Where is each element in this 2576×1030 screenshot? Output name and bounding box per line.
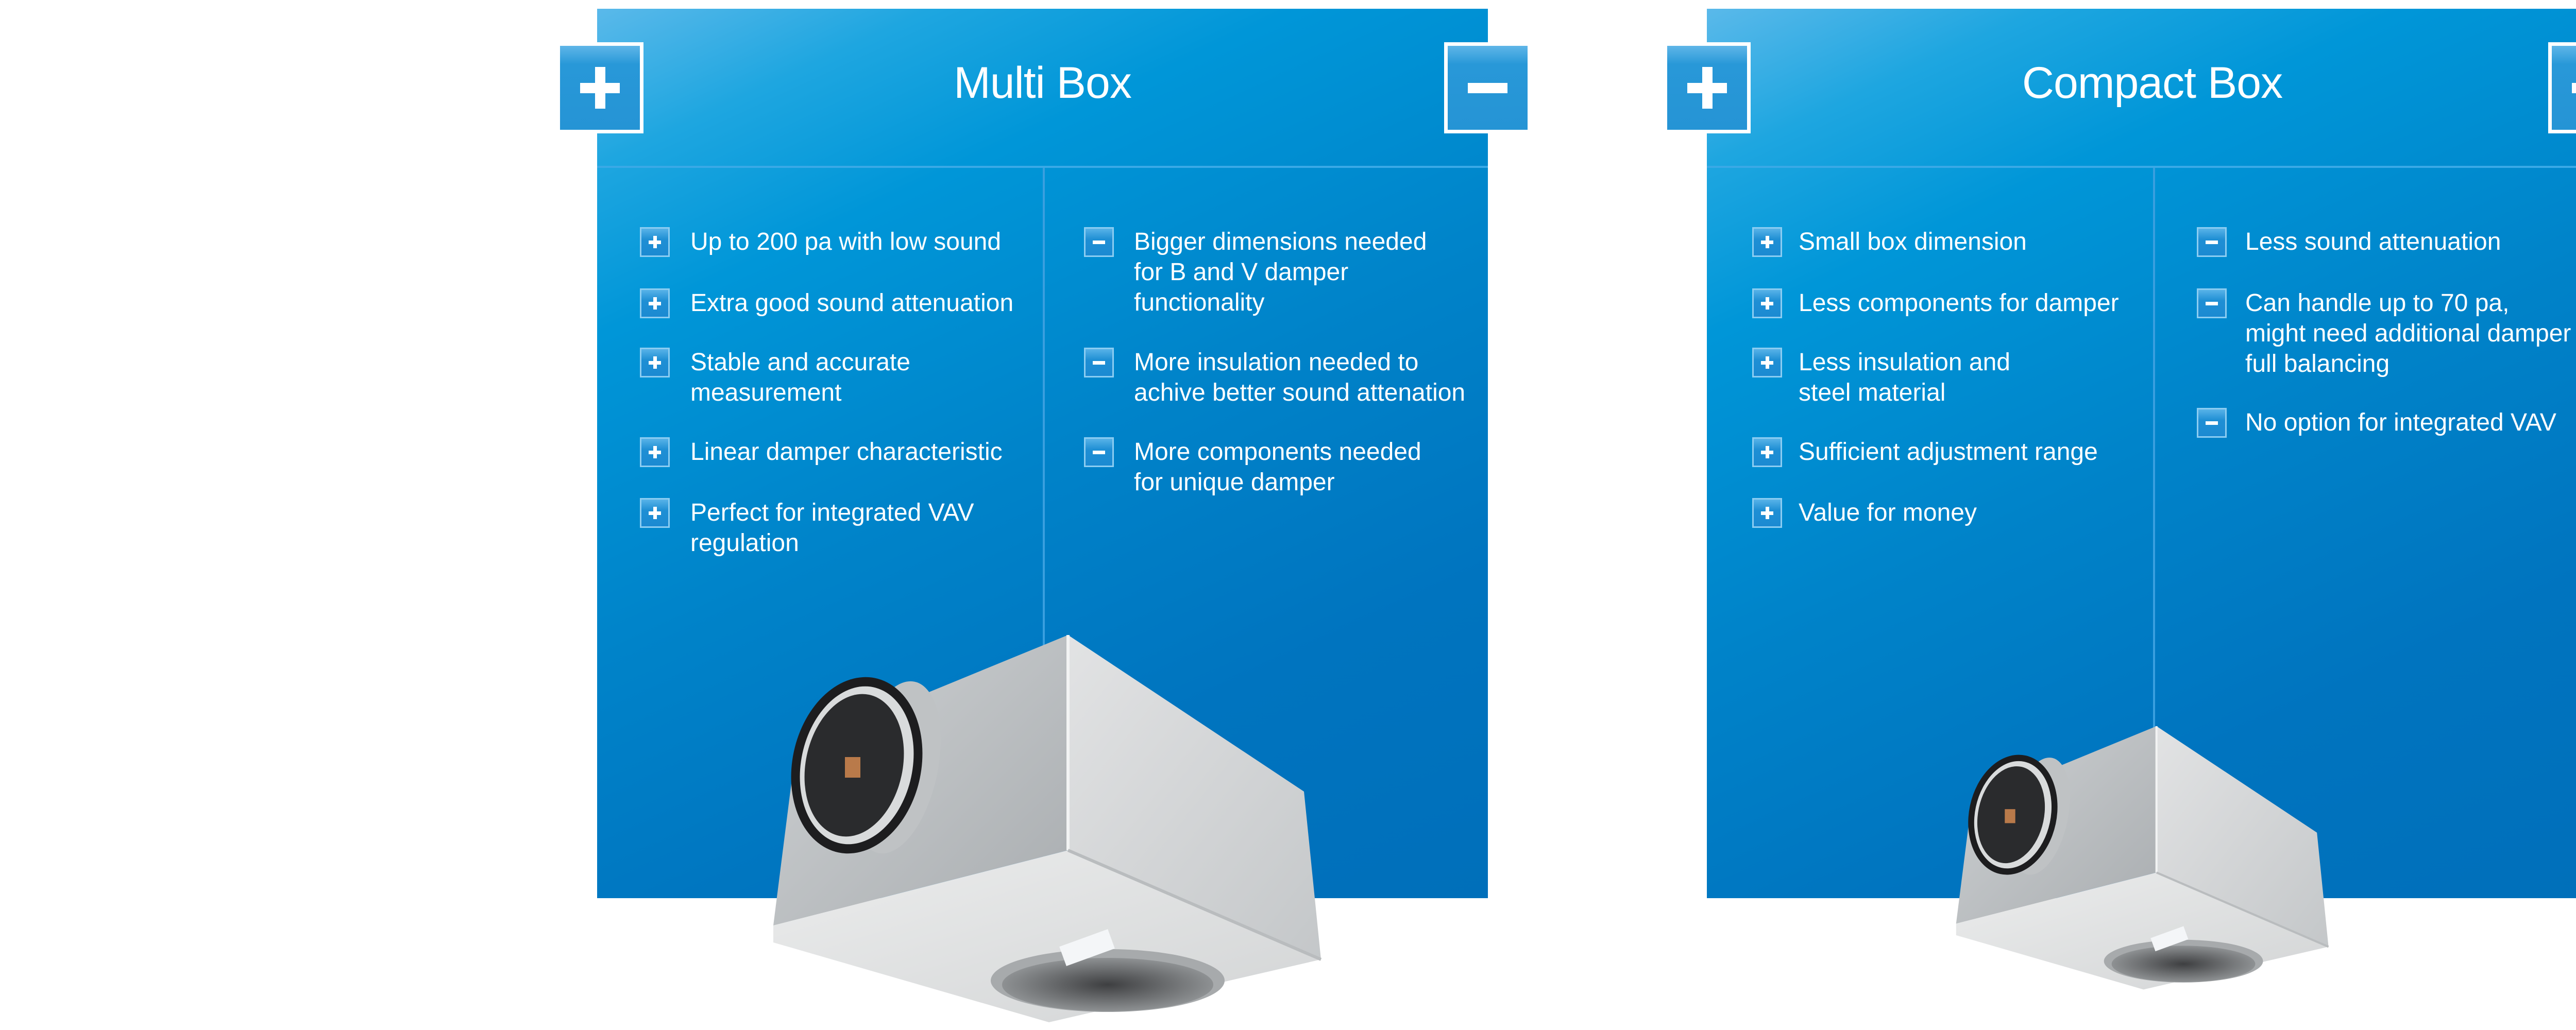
item-text-line: More components needed	[1134, 438, 1421, 466]
cons-minus-button[interactable]	[2548, 42, 2576, 133]
column-divider	[1043, 168, 1045, 898]
item-text-line: Perfect for integrated VAV	[690, 499, 974, 526]
plus-icon	[1752, 227, 1782, 257]
item-text-line: Sufficient adjustment range	[1799, 438, 2098, 466]
con-item: More components needed for unique damper	[1134, 437, 1421, 497]
icon-bar	[2206, 302, 2218, 305]
item-text-line: Extra good sound attenuation	[690, 289, 1014, 317]
pro-item: Up to 200 pa with low sound	[690, 227, 1001, 257]
icon-bar	[1093, 361, 1105, 365]
plus-icon-bar	[595, 66, 605, 109]
pro-item: Perfect for integrated VAV regulation	[690, 497, 974, 558]
plus-icon	[1752, 437, 1782, 467]
pro-item: Small box dimension	[1799, 227, 2027, 257]
minus-icon	[2197, 227, 2227, 257]
minus-icon	[2571, 82, 2576, 93]
item-text-line: Value for money	[1799, 499, 1977, 526]
header-divider	[1707, 166, 2576, 168]
panel-title: Multi Box	[954, 58, 1132, 108]
pro-item: Extra good sound attenuation	[690, 288, 1013, 318]
item-text-line: More insulation needed to	[1134, 349, 1419, 376]
plus-icon	[640, 437, 670, 467]
pros-plus-button[interactable]	[1664, 42, 1751, 133]
pro-item: Stable and accurate measurement	[690, 347, 910, 408]
plus-icon	[640, 348, 670, 377]
item-text-line: Less sound attenuation	[2245, 228, 2501, 255]
multi-box-product-image	[773, 635, 1321, 1022]
compact-box-panel: Compact Box	[1707, 9, 2576, 898]
item-text-line: Less components for damper	[1799, 289, 2119, 317]
con-item: Can handle up to 70 pa, might need additi…	[2245, 288, 2571, 379]
pros-plus-button[interactable]	[556, 42, 643, 133]
icon-bar	[1766, 236, 1769, 248]
item-text-line: Bigger dimensions needed	[1134, 228, 1427, 255]
item-text-line: for unique damper	[1134, 469, 1335, 496]
icon-bar	[653, 297, 657, 310]
pro-item: Sufficient adjustment range	[1799, 437, 2098, 467]
plus-icon	[640, 227, 670, 257]
plus-icon-bar	[1702, 66, 1713, 109]
plus-icon	[640, 498, 670, 528]
icon-bar	[653, 507, 657, 519]
item-text-line: full balancing	[2245, 350, 2390, 377]
item-text-line: regulation	[690, 529, 799, 557]
minus-icon	[1084, 227, 1114, 257]
icon-bar	[1093, 241, 1105, 244]
minus-icon	[2197, 408, 2227, 438]
item-text-line: Can handle up to 70 pa,	[2245, 289, 2510, 317]
cons-minus-button[interactable]	[1444, 42, 1531, 133]
plus-icon	[640, 288, 670, 318]
minus-icon	[1084, 348, 1114, 377]
minus-icon	[2197, 288, 2227, 318]
icon-bar	[2206, 421, 2218, 425]
pro-item: Linear damper characteristic	[690, 437, 1003, 467]
column-divider	[2153, 168, 2155, 898]
item-text-line: Up to 200 pa with low sound	[690, 228, 1002, 255]
con-item: No option for integrated VAV	[2245, 407, 2556, 438]
plus-icon	[1752, 348, 1782, 377]
icon-bar	[1766, 356, 1769, 369]
item-text-line: measurement	[690, 379, 842, 406]
header-divider	[597, 166, 1488, 168]
item-text-line: No option for integrated VAV	[2245, 409, 2556, 436]
minus-icon	[1084, 437, 1114, 467]
item-text-line: Stable and accurate	[690, 349, 910, 376]
pro-item: Less components for damper	[1799, 288, 2119, 318]
minus-icon	[1467, 82, 1508, 93]
item-text-line: for B and V damper	[1134, 259, 1349, 286]
plus-icon	[1752, 288, 1782, 318]
icon-bar	[1093, 451, 1105, 454]
plus-icon	[1752, 498, 1782, 528]
icon-bar	[1766, 297, 1769, 310]
item-text-line: achive better sound attenation	[1134, 379, 1466, 406]
icon-bar	[2206, 241, 2218, 244]
item-text-line: Less insulation and	[1799, 349, 2010, 376]
item-text-line: might need additional damper	[2245, 320, 2571, 347]
item-text-line: steel material	[1799, 379, 1946, 406]
pro-item: Less insulation and steel material	[1799, 347, 2010, 408]
icon-bar	[653, 236, 657, 248]
icon-bar	[653, 446, 657, 458]
compact-box-product-image	[1956, 726, 2329, 989]
icon-bar	[653, 356, 657, 369]
item-text-line: Small box dimension	[1799, 228, 2027, 255]
con-item: Bigger dimensions needed for B and V damp…	[1134, 227, 1427, 318]
pro-item: Value for money	[1799, 497, 1977, 528]
item-text-line: Linear damper characteristic	[690, 438, 1003, 466]
con-item: Less sound attenuation	[2245, 227, 2501, 257]
con-item: More insulation needed to achive better s…	[1134, 347, 1465, 408]
icon-bar	[1766, 446, 1769, 458]
panel-title: Compact Box	[2022, 58, 2283, 108]
icon-bar	[1766, 507, 1769, 519]
item-text-line: functionality	[1134, 289, 1265, 316]
